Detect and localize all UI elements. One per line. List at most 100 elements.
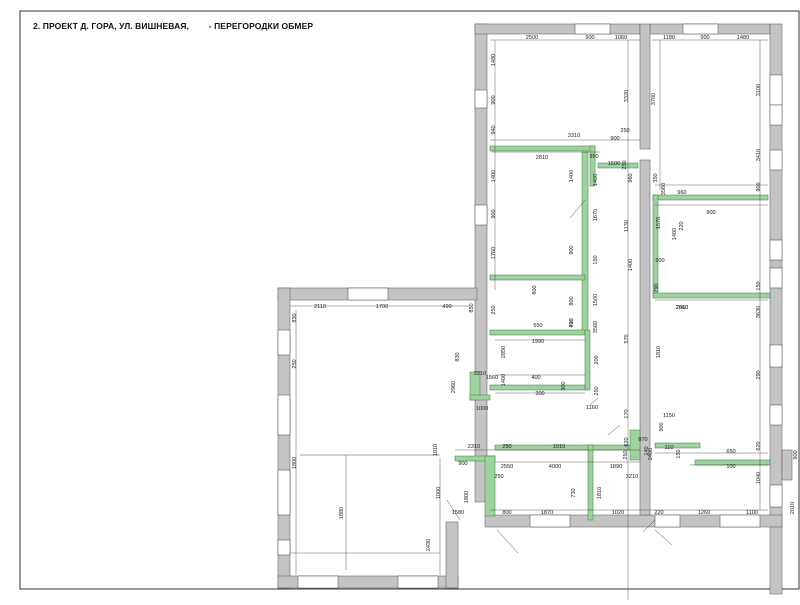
dimension-label: 300	[561, 381, 567, 390]
dimension-label: 230	[622, 160, 628, 169]
dimension-label: 1020	[612, 510, 624, 516]
dimension-label: 1670	[593, 209, 599, 221]
dimension-label: 1810	[597, 487, 603, 499]
dimension-label: 1130	[624, 220, 630, 232]
dimension-label: 3320	[624, 90, 630, 102]
dimension-label: 830	[455, 352, 461, 361]
dimension-label: 3410	[756, 149, 762, 161]
partition-wall	[652, 194, 769, 201]
bearing-wall-top	[639, 23, 651, 150]
dimension-label: 300	[535, 391, 544, 397]
dimension-label: 900	[569, 245, 575, 254]
dimension-label: 2010	[790, 502, 796, 514]
dimension-label: 2310	[468, 444, 480, 450]
dimension-label: 900	[756, 182, 762, 191]
dimension-label: 1480	[737, 35, 749, 41]
dimension-label: 1400	[501, 374, 507, 386]
window-opening	[277, 469, 291, 516]
dimension-label: 1150	[663, 413, 675, 419]
dimension-label: 900	[655, 258, 664, 264]
dimension-label: 1990	[532, 339, 544, 345]
dimension-label: 2960	[451, 381, 457, 393]
dimension-label: 3630	[756, 306, 762, 318]
door-swing-line	[607, 424, 621, 436]
dimension-label: 3700	[651, 93, 657, 105]
window-opening	[654, 514, 681, 528]
dimension-label: 790	[654, 283, 660, 292]
dimension-label: 1500	[593, 294, 599, 306]
dimension-label: 1400	[628, 259, 634, 271]
dimension-label: 1880	[339, 507, 345, 519]
partition-wall	[489, 329, 586, 336]
window-opening	[769, 149, 783, 171]
dimension-label: 870	[638, 437, 647, 443]
dimension-label: 2960	[676, 305, 688, 311]
dimension-label: 960	[628, 173, 634, 182]
dimension-label: 1400	[593, 174, 599, 186]
partition-wall	[584, 329, 591, 391]
dimension-label: 1700	[376, 304, 388, 310]
dimension-label: 650	[726, 449, 735, 455]
dimension-label: 1400	[672, 228, 678, 240]
door-swing-line	[654, 529, 673, 546]
dimension-label: 900	[793, 450, 799, 459]
exterior-wall-top-left	[474, 23, 641, 35]
dimension-label: 800	[532, 285, 538, 294]
dimension-label: 2430	[426, 539, 432, 551]
dimension-label: 900	[700, 35, 709, 41]
dimension-label: 250	[502, 444, 511, 450]
dimension-label: 850	[469, 303, 475, 312]
dimension-label: 900	[491, 209, 497, 218]
dimension-label: 220	[679, 221, 685, 230]
dimension-label: 250	[623, 450, 629, 459]
partition-wall	[489, 145, 596, 152]
dimension-label: 620	[624, 437, 630, 446]
dimension-label: 900	[610, 136, 619, 142]
dimension-label: 900	[706, 210, 715, 216]
partition-wall	[629, 429, 641, 461]
dimension-label: 250	[292, 359, 298, 368]
window-opening	[297, 575, 339, 589]
partition-wall	[597, 162, 639, 169]
exterior-wall-step	[445, 521, 459, 589]
door-swing-line	[589, 397, 599, 406]
dimension-label: 3310	[568, 133, 580, 139]
partition-wall	[489, 384, 586, 391]
window-opening	[769, 74, 783, 106]
sheet-frame	[19, 10, 800, 590]
dimension-label: 1810	[656, 346, 662, 358]
dimension-label: 250	[491, 305, 497, 314]
dimension-label: 3560	[661, 183, 667, 195]
window-opening	[769, 484, 783, 508]
dimension-label: 1580	[452, 510, 464, 516]
partition-wall	[484, 455, 496, 517]
window-opening	[277, 329, 291, 356]
dimension-label: 730	[571, 488, 577, 497]
window-opening	[474, 204, 488, 226]
dimension-label: 700	[569, 318, 575, 327]
dimension-label: 2550	[501, 464, 513, 470]
dimension-label: 200	[594, 355, 600, 364]
dimension-label: 150	[676, 449, 682, 458]
page-title: 2. ПРОЕКТ Д. ГОРА, УЛ. ВИШНЕВАЯ, - ПЕРЕГ…	[33, 21, 314, 31]
dimension-label: 1000	[436, 487, 442, 499]
dimension-label: 2110	[314, 304, 326, 310]
dimension-label: 620	[756, 441, 762, 450]
dimension-label: 900	[659, 422, 665, 431]
dimension-label: 800	[502, 510, 511, 516]
dimension-label: 1010	[553, 444, 565, 450]
dimension-label: 1160	[586, 405, 598, 411]
dimension-label: 550	[533, 323, 542, 329]
dimension-label: 250	[594, 386, 600, 395]
partition-wall	[652, 292, 771, 299]
window-opening	[277, 539, 291, 556]
dimension-label: 900	[585, 35, 594, 41]
dimension-label: 1040	[756, 472, 762, 484]
dimension-label: 1100	[746, 510, 758, 516]
dimension-label: 250	[620, 128, 629, 134]
partition-wall	[589, 145, 596, 187]
dimension-label: 1570	[656, 217, 662, 229]
dimension-label: 250	[494, 474, 503, 480]
dimension-label: 1400	[491, 170, 497, 182]
window-opening	[682, 23, 719, 35]
